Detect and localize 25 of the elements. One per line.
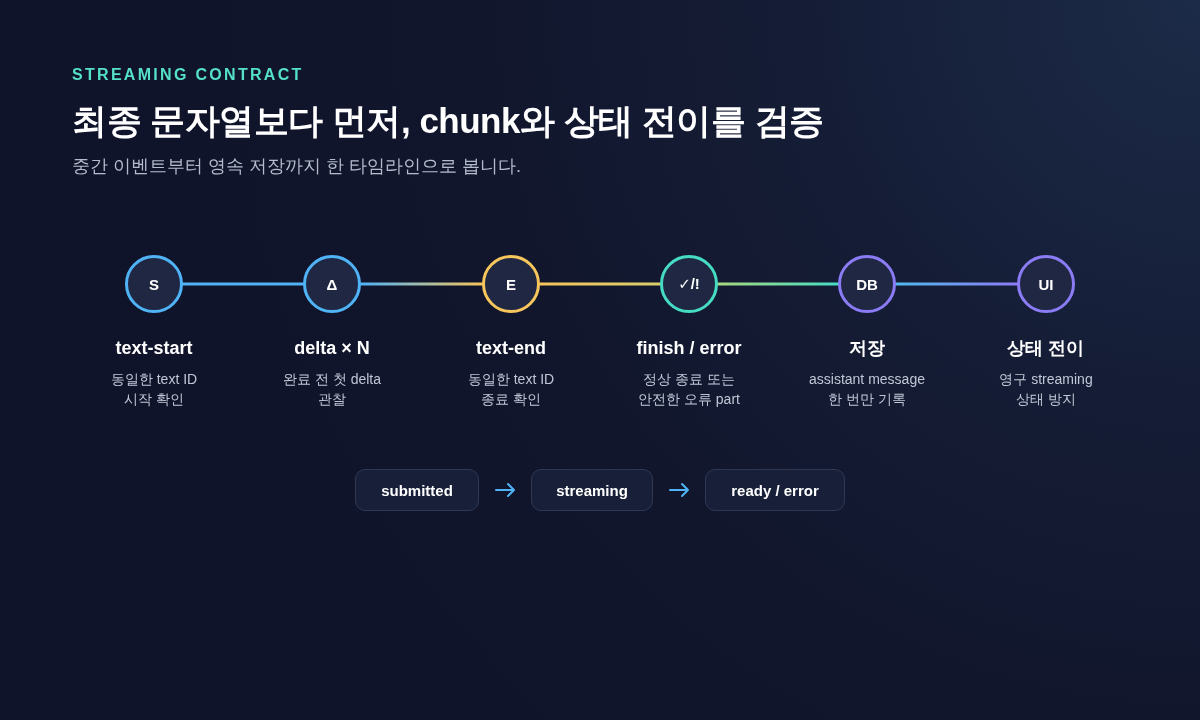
step-title: 저장	[848, 337, 886, 359]
connector-line	[894, 282, 1019, 286]
connector-line	[181, 282, 305, 286]
arrow	[495, 483, 515, 497]
step-description: 완료 전 첫 delta 관찰	[282, 370, 382, 409]
step-title: text-end	[475, 337, 547, 359]
connector-line	[716, 282, 840, 286]
connector-line	[538, 282, 662, 286]
state-pill: ready / error	[705, 469, 845, 511]
connector-line	[359, 282, 484, 286]
state-pill: submitted	[355, 469, 479, 511]
step-title: finish / error	[635, 337, 743, 359]
state-pill: streaming	[531, 469, 653, 511]
step-title: 상태 전이	[1006, 337, 1086, 359]
subtitle: 중간 이벤트부터 영속 저장까지 한 타임라인으로 봅니다.	[72, 155, 521, 178]
step-description: 동일한 text ID 종료 확인	[466, 370, 556, 409]
step-description: assistant message 한 번만 기록	[808, 370, 926, 409]
step-title: delta × N	[293, 337, 371, 359]
step-description: 영구 streaming 상태 방지	[998, 370, 1094, 409]
step-title: text-start	[114, 337, 194, 359]
page-title: 최종 문자열보다 먼저, chunk와 상태 전이를 검증	[72, 100, 824, 142]
step-description: 동일한 text ID 시작 확인	[109, 370, 199, 409]
arrow	[669, 483, 689, 497]
step-description: 정상 종료 또는 안전한 오류 part	[637, 370, 741, 409]
eyebrow-text: STREAMING CONTRACT	[72, 65, 304, 85]
